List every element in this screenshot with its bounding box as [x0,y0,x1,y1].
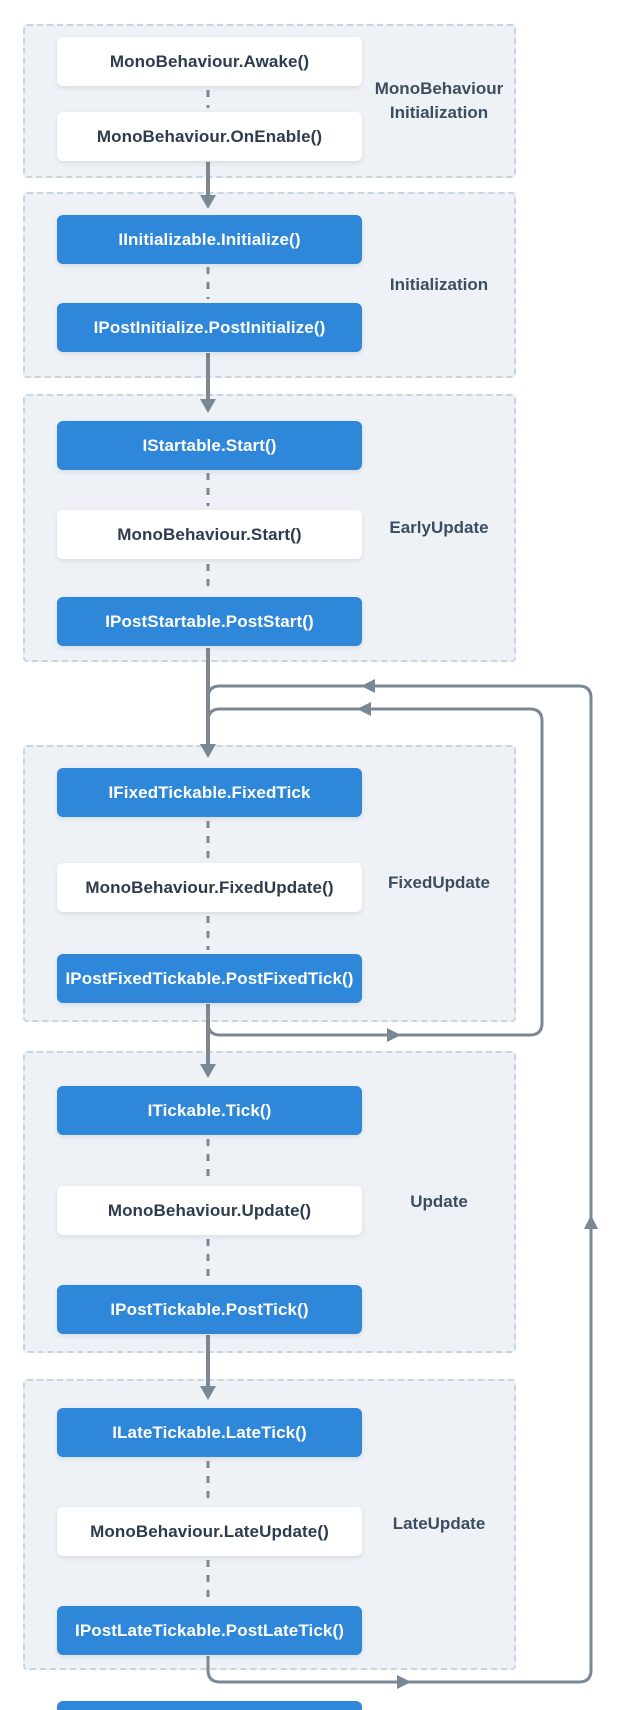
node-ipostinitialize-postinitialize: IPostInitialize.PostInitialize() [57,303,362,352]
label-earlyupdate: EarlyUpdate [389,518,489,537]
arrowhead-down-5 [200,1386,216,1400]
node-monobehaviour-onenable: MonoBehaviour.OnEnable() [57,112,362,161]
node-monobehaviour-lateupdate: MonoBehaviour.LateUpdate() [57,1507,362,1556]
arrowhead-left-inner-loop [357,702,371,716]
arrowhead-left-outer-loop [361,679,375,693]
arrowhead-down-3 [200,744,216,758]
node-ipostlatetickable-postlatetick: IPostLateTickable.PostLateTick() [57,1606,362,1655]
node-iposttickable-posttick: IPostTickable.PostTick() [57,1285,362,1334]
label-initialization: Initialization [389,275,489,294]
arrowheads [200,195,598,1689]
node-monobehaviour-start: MonoBehaviour.Start() [57,510,362,559]
node-monobehaviour-fixedupdate: MonoBehaviour.FixedUpdate() [57,863,362,912]
arrowhead-down-4 [200,1064,216,1078]
label-monobehaviour-initialization: MonoBehaviour Initialization [362,77,516,125]
node-next-cutoff [57,1701,362,1710]
label-update: Update [410,1192,468,1211]
arrowhead-down-1 [200,195,216,209]
node-istartable-start: IStartable.Start() [57,421,362,470]
node-ipostfixedtickable-postfixedtick: IPostFixedTickable.PostFixedTick() [57,954,362,1003]
label-lateupdate: LateUpdate [392,1514,486,1533]
arrowhead-down-2 [200,399,216,413]
node-monobehaviour-update: MonoBehaviour.Update() [57,1186,362,1235]
node-monobehaviour-awake: MonoBehaviour.Awake() [57,37,362,86]
node-ifixedtickable-fixedtick: IFixedTickable.FixedTick [57,768,362,817]
node-iinitializable-initialize: IInitializable.Initialize() [57,215,362,264]
node-itickable-tick: ITickable.Tick() [57,1086,362,1135]
fixedupdate-loop-line [206,707,544,1037]
node-ilatetickable-latetick: ILateTickable.LateTick() [57,1408,362,1457]
label-fixedupdate: FixedUpdate [387,873,491,892]
node-ipoststartable-poststart: IPostStartable.PostStart() [57,597,362,646]
frame-loop-line [206,684,593,1684]
label-line-2: Initialization [389,103,489,122]
arrowhead-up-outer-loop [584,1215,598,1229]
arrowhead-right-outer-loop [397,1675,411,1689]
label-line-1: MonoBehaviour [374,79,504,98]
arrowhead-right-inner-loop [387,1028,401,1042]
flow-lines [206,90,593,1684]
